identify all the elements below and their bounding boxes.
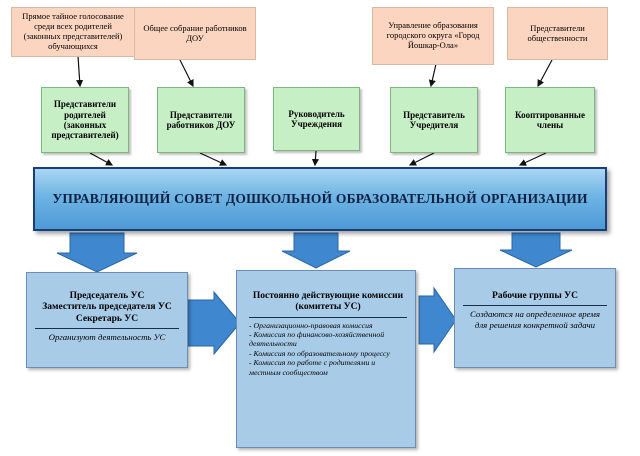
top-box-parents-voting: Прямое тайное голосование среди всех род… [11, 7, 135, 57]
top-box-staff-meeting: Общее собрание работников ДОУ [134, 7, 256, 60]
mid-box-label: Руководитель Учреждения [288, 108, 345, 129]
card-standing-commissions: Постоянно действующие комиссии (комитеты… [236, 270, 416, 448]
banner-title: УПРАВЛЯЮЩИЙ СОВЕТ ДОШКОЛЬНОЙ ОБРАЗОВАТЕЛ… [52, 191, 588, 206]
down-chevron-left [56, 232, 138, 273]
governing-council-banner: УПРАВЛЯЮЩИЙ СОВЕТ ДОШКОЛЬНОЙ ОБРАЗОВАТЕЛ… [33, 167, 607, 231]
down-chevron-right [499, 232, 573, 268]
right-chevron-2 [418, 286, 457, 354]
card-line-deputy-chairman: Заместитель председателя УС [42, 302, 172, 313]
card-line-secretary: Секретарь УС [75, 313, 139, 324]
top-box-education-department: Управление образования городского округа… [372, 7, 494, 65]
mid-box-head-of-institution: Руководитель Учреждения [273, 87, 360, 151]
arrow-top1-mid1 [76, 55, 84, 88]
list-item: - Комиссия по работе с родителями и мест… [249, 358, 376, 377]
divider [35, 328, 179, 330]
right-chevron-1 [186, 290, 241, 356]
card-note: Создаются на определенное время для реше… [469, 309, 600, 331]
list-item: - Комиссия по образовательному процессу [249, 348, 390, 358]
divider [249, 316, 407, 318]
arrow-top4-mid5 [537, 59, 553, 88]
mid-box-label: Представитель Учредителя [403, 109, 465, 130]
mid-box-parent-representatives: Представители родителей (законных предст… [41, 87, 129, 153]
arrow-mid4-banner [408, 152, 435, 166]
card-subheading: (комитеты УС) [295, 302, 361, 313]
mid-box-label: Кооптированные члены [515, 109, 585, 130]
top-box-public-representatives: Представители общественности [507, 7, 608, 60]
card-note: Организуют деятельность УС [48, 332, 166, 343]
top-box-label: Управление образования городского округа… [386, 20, 480, 50]
list-item: - Организационно-правовая комиссия [249, 320, 373, 330]
top-box-label: Представители общественности [527, 22, 588, 43]
divider [463, 305, 607, 307]
arrow-mid1-banner [89, 152, 114, 166]
commission-list: - Организационно-правовая комиссия - Ком… [249, 321, 407, 377]
arrow-top2-mid2 [179, 59, 194, 88]
mid-box-founder-representative: Представитель Учредителя [390, 87, 478, 153]
top-box-label: Прямое тайное голосование среди всех род… [22, 11, 124, 51]
card-council-officers: Председатель УС Заместитель председателя… [26, 272, 188, 368]
card-working-groups: Рабочие группы УС Создаются на определен… [454, 268, 616, 368]
card-heading: Рабочие группы УС [492, 291, 578, 301]
arrow-mid2-banner [199, 152, 228, 166]
down-chevron-center [281, 232, 351, 269]
top-box-label: Общее собрание работников ДОУ [143, 22, 247, 43]
mid-box-label: Представители родителей (законных предст… [51, 99, 119, 141]
arrow-mid5-banner [518, 152, 547, 166]
mid-box-staff-representatives: Представители работников ДОУ [157, 87, 245, 153]
arrow-top3-mid4 [428, 63, 437, 88]
arrow-mid3-banner [311, 150, 320, 167]
card-line-chairman: Председатель УС [69, 291, 145, 301]
card-heading: Постоянно действующие комиссии [252, 291, 404, 301]
list-item: - Комиссия по финансово-хозяйственной де… [249, 330, 385, 349]
mid-box-label: Представители работников ДОУ [166, 109, 236, 130]
mid-box-co-opted-members: Кооптированные члены [505, 87, 595, 153]
